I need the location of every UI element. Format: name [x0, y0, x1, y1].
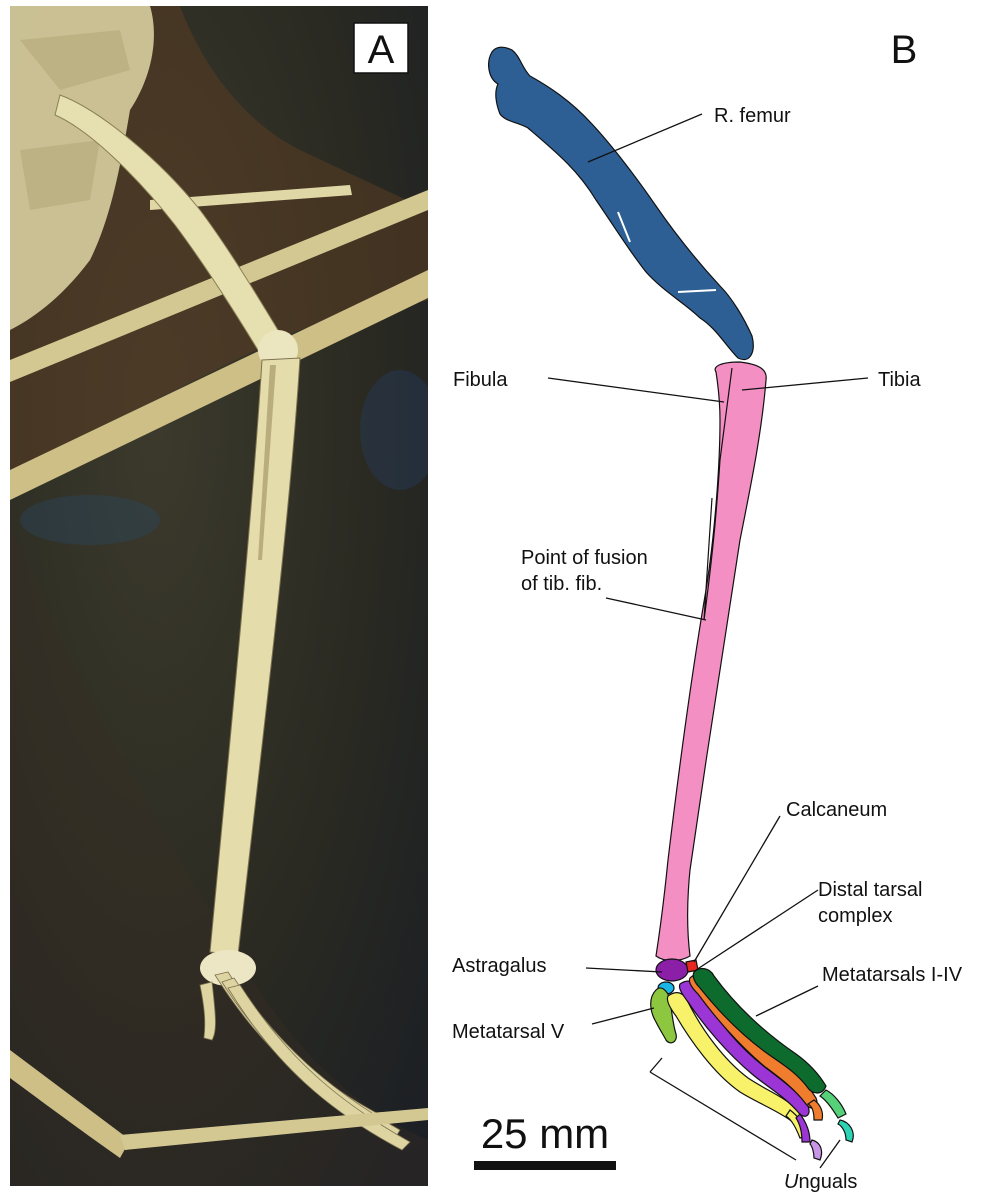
- blue-patch: [20, 495, 160, 545]
- phalanx-lightgreen: [820, 1090, 846, 1118]
- panel-a-photo: [10, 6, 440, 1186]
- phalanx-orange: [808, 1100, 823, 1120]
- label-tibia: Tibia: [878, 369, 921, 391]
- panel-b-letter: B: [891, 28, 918, 72]
- scale-bar-label: 25 mm: [481, 1110, 609, 1157]
- label-fusion-line2: of tib. fib.: [521, 573, 602, 595]
- label-unguals-rest: nguals: [798, 1171, 857, 1192]
- panel-a-letter: A: [368, 28, 395, 72]
- leader-fibula: [548, 378, 724, 402]
- label-metatarsals: Metatarsals I-IV: [822, 964, 963, 986]
- label-astragalus: Astragalus: [452, 955, 547, 977]
- scale-bar: 25 mm: [474, 1110, 616, 1170]
- femur-bone: [489, 47, 754, 359]
- leader-calcaneum: [694, 816, 780, 962]
- panel-a-label: A: [354, 23, 408, 73]
- leader-metatarsals: [756, 986, 818, 1016]
- leader-fusion: [606, 598, 706, 620]
- astragalus-bone: [656, 959, 688, 981]
- label-fusion-line1: Point of fusion: [521, 547, 648, 569]
- leader-metatarsal-v: [592, 1008, 654, 1024]
- label-distal-line1: Distal tarsal: [818, 879, 922, 901]
- label-unguals: Unguals: [784, 1171, 857, 1192]
- scale-bar-line: [474, 1161, 616, 1170]
- panel-b-drawing: B: [452, 28, 963, 1192]
- blue-patch: [360, 370, 440, 490]
- ungual-lavender: [810, 1140, 822, 1160]
- label-fibula: Fibula: [453, 369, 508, 391]
- label-femur: R. femur: [714, 105, 791, 127]
- leader-distal-tarsal: [696, 890, 818, 970]
- leader-astragalus: [586, 968, 662, 972]
- ungual-teal: [838, 1120, 853, 1142]
- label-distal-line2: complex: [818, 905, 892, 927]
- label-calcaneum: Calcaneum: [786, 799, 887, 821]
- label-unguals-initial: U: [784, 1171, 799, 1192]
- tibiotarsus-bone: [656, 362, 766, 961]
- label-metatarsal-v: Metatarsal V: [452, 1021, 565, 1043]
